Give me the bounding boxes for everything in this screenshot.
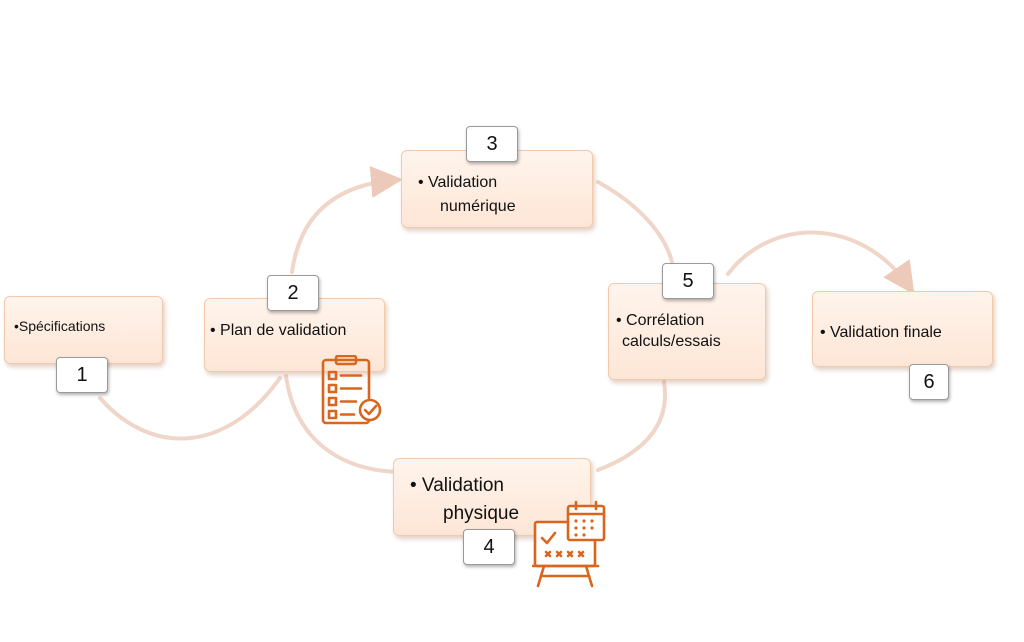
step-label-validation-numerique-line1: • Validation [418, 174, 498, 191]
connector-4-to-5 [596, 380, 667, 472]
planning-board-icon [532, 500, 606, 588]
step-label-specifications: •Spécifications [14, 318, 106, 334]
connector-1-to-2 [98, 376, 282, 441]
step-label-validation-numerique-line2: numérique [440, 198, 516, 215]
step-number-6: 6 [909, 364, 949, 400]
step-box-validation-numerique [401, 150, 593, 228]
step-number-4: 4 [463, 529, 515, 565]
step-label-validation-physique-line1: • Validation [410, 475, 504, 496]
step-label-correlation-line2: calculs/essais [622, 333, 721, 350]
connector-2-to-3 [290, 166, 403, 274]
connector-5-to-6 [726, 230, 915, 295]
step-number-2: 2 [267, 275, 319, 311]
step-label-validation-finale: • Validation finale [820, 324, 942, 341]
connector-2-to-4 [284, 374, 400, 474]
step-number-3: 3 [466, 126, 518, 162]
step-box-correlation [608, 283, 766, 380]
checklist-icon [321, 355, 382, 425]
step-label-correlation-line1: • Corrélation [616, 312, 705, 329]
connector-3-to-5 [596, 180, 674, 264]
step-label-plan-validation: • Plan de validation [210, 322, 347, 339]
step-label-validation-physique-line2: physique [443, 503, 520, 524]
step-number-5: 5 [662, 263, 714, 299]
step-number-1: 1 [56, 357, 108, 393]
step-box-validation-finale [812, 291, 993, 367]
